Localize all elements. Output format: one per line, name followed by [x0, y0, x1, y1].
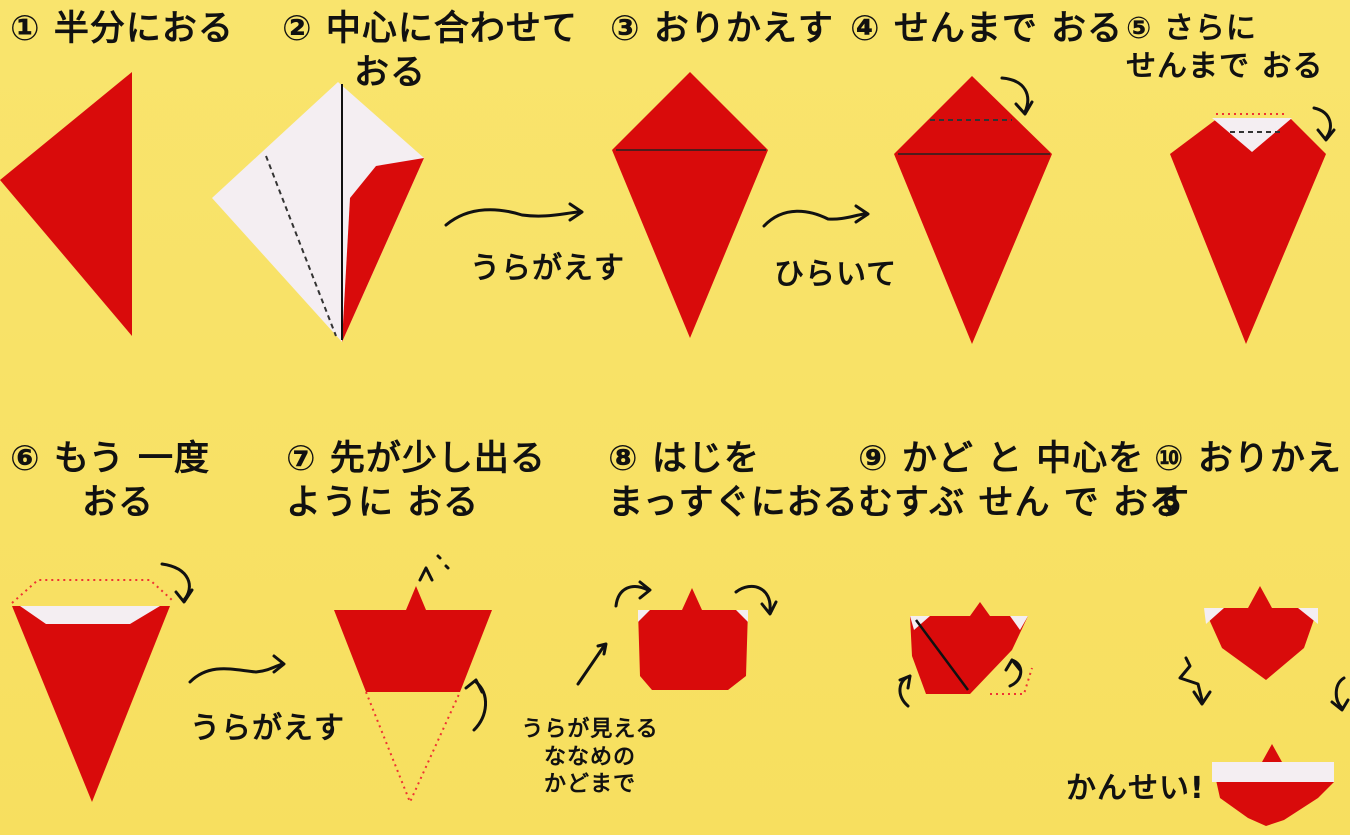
step-9-right-arrow-head [1004, 658, 1022, 672]
turn-over-arrow-2 [188, 662, 284, 684]
step-7-red-top [334, 586, 492, 692]
step-8-pointer [576, 644, 606, 686]
step-7-top-mark [418, 566, 434, 582]
step-2-red-flap [342, 158, 424, 342]
step-8-pointer-head [596, 642, 608, 656]
step-10-label: ⑩ おりかえす [1154, 439, 1342, 523]
step-8-left-arrow [614, 585, 650, 608]
turn-over-arrow-1 [444, 208, 580, 227]
step-10-side-mark [1334, 676, 1346, 710]
step-10-finished-piece [1212, 744, 1334, 826]
step-4-fold-arrow [1000, 76, 1030, 114]
done-note: かんせい! [1066, 771, 1205, 806]
step-2-white-folded-paper [212, 82, 424, 342]
step-8-left-arrow-head [638, 580, 652, 600]
step-4-kite [894, 76, 1052, 344]
step-6-label: ⑥ もう 一度 おる [10, 439, 210, 523]
step-9-left-arrow-head [898, 674, 912, 690]
turn-over-note-1: うらがえす [470, 251, 625, 286]
step-10-red-top-piece [1204, 586, 1318, 680]
open-arrow [762, 209, 866, 228]
back-visible-note: うらが見える ななめの かどまで [521, 717, 659, 797]
step-5-label: ⑤ さらに せんまで おる [1126, 11, 1324, 84]
step-5-kite [1170, 118, 1326, 344]
step-9-fold-line [914, 619, 970, 691]
step-6-dotted-top [11, 579, 173, 604]
step-6-fold-arrow-head [174, 588, 194, 604]
open-arrow-head [854, 204, 870, 224]
step-9-right-white-corner [1010, 616, 1028, 630]
step-10-finished-white-band [1212, 762, 1334, 782]
step-9-left-white-corner [910, 616, 930, 630]
step-5-fold-arrow-head [1316, 128, 1336, 142]
step-10-zigzag-arrow-head [1192, 690, 1212, 706]
step-10-zigzag-arrow [1178, 656, 1204, 702]
step-6-white-band [20, 606, 160, 624]
step-10-white-corner-left [1204, 608, 1224, 624]
step-10-white-corner-right [1298, 608, 1318, 624]
turn-over-arrow-1-head [568, 202, 584, 222]
step-7-dotted-bottom [365, 691, 461, 805]
step-9-dotted-flap [990, 667, 1033, 695]
step-9-red-heart-shape [910, 602, 1028, 694]
step-3-kite [612, 72, 768, 338]
step-5-white-top [1212, 118, 1292, 152]
step-8-left-white-corner [638, 610, 650, 622]
step-7-top-dot-2 [444, 564, 450, 570]
step-4-fold-arrow-head [1014, 100, 1034, 116]
step-2-label: ② 中心に合わせて おる [282, 9, 578, 93]
step-7-label: ⑦ 先が少し出る ように おる [286, 439, 546, 523]
open-note: ひらいて [774, 257, 898, 292]
step-9-label: ⑨ かど と 中心を むすぶ せん で おる [858, 439, 1185, 523]
step-1-red-triangle [0, 72, 132, 336]
step-2-dashed-fold [265, 155, 337, 337]
step-10-side-mark-head [1330, 698, 1350, 712]
step-8-right-white-corner [736, 610, 748, 622]
step-5-fold-arrow [1312, 106, 1332, 140]
step-8-right-arrow [734, 585, 772, 612]
turn-over-arrow-2-head [272, 654, 286, 674]
step-7-top-dot-1 [436, 554, 442, 560]
step-7-up-arrow-head [464, 678, 484, 694]
step-4-label: ④ せんまで おる [850, 9, 1124, 49]
step-3-label: ③ おりかえす [610, 9, 834, 49]
step-8-right-arrow-head [760, 600, 778, 616]
step-1-label: ① 半分におる [10, 9, 234, 49]
step-6-red-triangle [12, 606, 170, 802]
step-8-label: ⑧ はじを まっすぐにおる [608, 439, 859, 523]
turn-over-note-2: うらがえす [190, 711, 345, 746]
step-8-red-body [638, 588, 748, 690]
